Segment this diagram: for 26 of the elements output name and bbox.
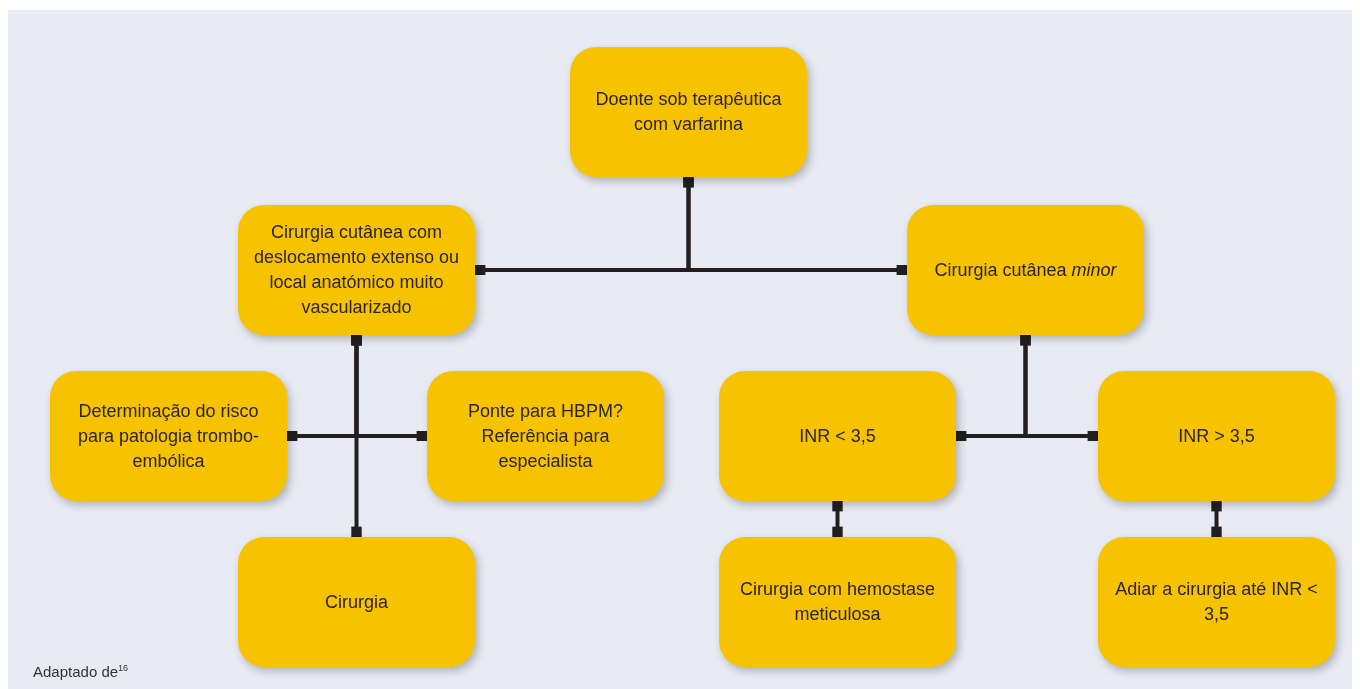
- box-text: Ponte para HBPM? Referência para especialista: [466, 399, 625, 473]
- process-box: [570, 47, 807, 177]
- connector-line: [832, 501, 843, 537]
- process-box: [1098, 537, 1335, 667]
- process-box: [1098, 371, 1335, 501]
- box-text: Doente sob terapêutica com varfarina: [594, 88, 783, 136]
- box-text: Adiar a cirurgia até INR < 3,5: [1114, 578, 1319, 626]
- process-box: [427, 371, 664, 501]
- process-box: [719, 537, 956, 667]
- box-text: Determinação do risco para patologia trombo-embólica: [76, 399, 261, 473]
- process-box: [719, 371, 956, 501]
- source-note: Adaptado de$^{16}$: [33, 663, 129, 680]
- connector-line: [683, 177, 907, 276]
- box-text: Cirurgia cutânea com deslocamento extenso ou local anatómico muito vascularizado: [252, 221, 461, 319]
- box-text: Cirurgia cutânea minor: [934, 258, 1117, 282]
- connector-line: [1211, 501, 1222, 537]
- process-box: [238, 537, 475, 667]
- connector-line: [351, 335, 362, 537]
- box-text: Cirurgia: [325, 590, 388, 614]
- box-text: Cirurgia com hemostase meticulosa: [738, 578, 937, 626]
- box-text: INR > 3,5: [1178, 424, 1255, 448]
- connector-line: [1020, 335, 1098, 442]
- process-box: [238, 205, 475, 335]
- process-box: [907, 205, 1144, 335]
- process-box: [50, 371, 287, 501]
- box-text: INR < 3,5: [799, 424, 876, 448]
